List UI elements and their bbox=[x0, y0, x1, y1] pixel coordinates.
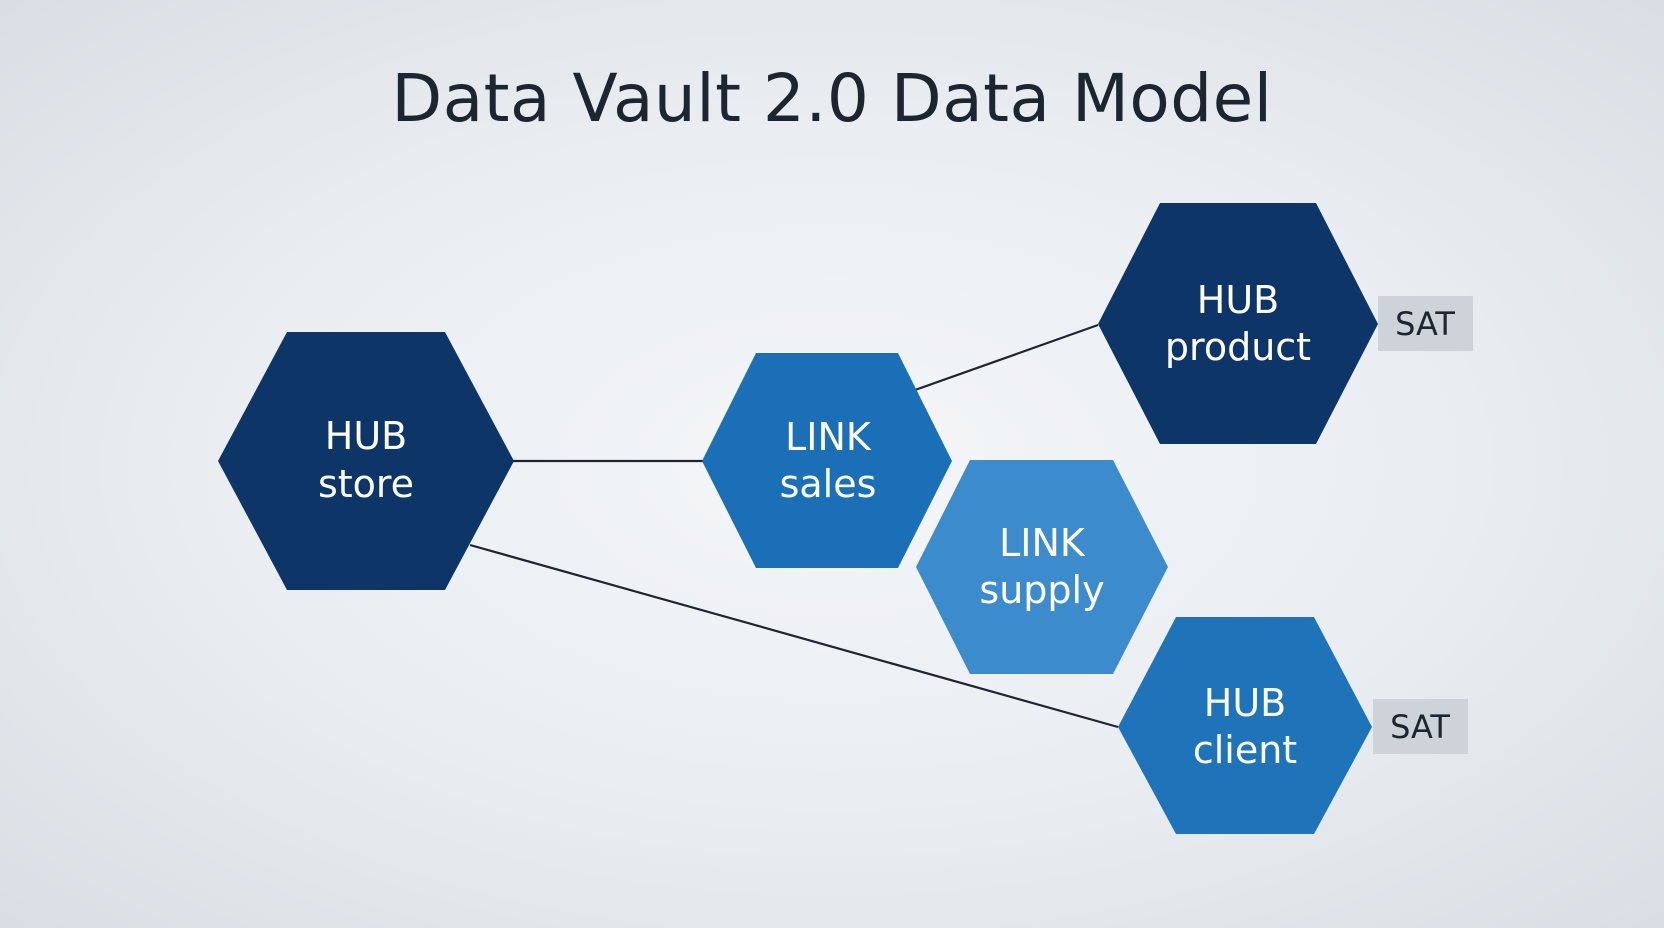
link-supply-hexagon bbox=[916, 460, 1168, 674]
link-sales-label-type: LINK bbox=[785, 415, 872, 459]
link-sales-label-name: sales bbox=[780, 462, 877, 506]
hub-client-label-type: HUB bbox=[1204, 681, 1286, 725]
connector-store-client bbox=[469, 543, 1119, 729]
hub-client-node[interactable]: HUB client bbox=[1118, 617, 1372, 834]
hub-store-hexagon bbox=[218, 332, 514, 590]
link-sales-hexagon bbox=[702, 353, 952, 568]
link-supply-node[interactable]: LINK supply bbox=[916, 460, 1168, 674]
product-sat-background bbox=[1378, 296, 1473, 351]
page-title: Data Vault 2.0 Data Model bbox=[391, 60, 1273, 137]
link-supply-label-type: LINK bbox=[999, 521, 1086, 565]
link-sales-node[interactable]: LINK sales bbox=[702, 353, 952, 568]
client-sat-label: SAT bbox=[1390, 708, 1450, 746]
hub-client-label-name: client bbox=[1193, 728, 1297, 772]
hub-product-node[interactable]: HUB product bbox=[1098, 203, 1378, 444]
link-supply-label-name: supply bbox=[979, 568, 1104, 612]
product-sat-box[interactable]: SAT bbox=[1378, 296, 1473, 351]
hub-store-node[interactable]: HUB store bbox=[218, 332, 514, 590]
hub-product-label-type: HUB bbox=[1197, 278, 1279, 322]
client-sat-box[interactable]: SAT bbox=[1373, 699, 1468, 754]
hub-product-hexagon bbox=[1098, 203, 1378, 444]
connector-sales-product bbox=[914, 323, 1099, 392]
client-sat-background bbox=[1373, 699, 1468, 754]
product-sat-label: SAT bbox=[1395, 305, 1455, 343]
hub-client-hexagon bbox=[1118, 617, 1372, 834]
hub-store-label-name: store bbox=[318, 462, 414, 506]
hub-product-label-name: product bbox=[1165, 325, 1311, 369]
hub-store-label-type: HUB bbox=[325, 414, 407, 458]
